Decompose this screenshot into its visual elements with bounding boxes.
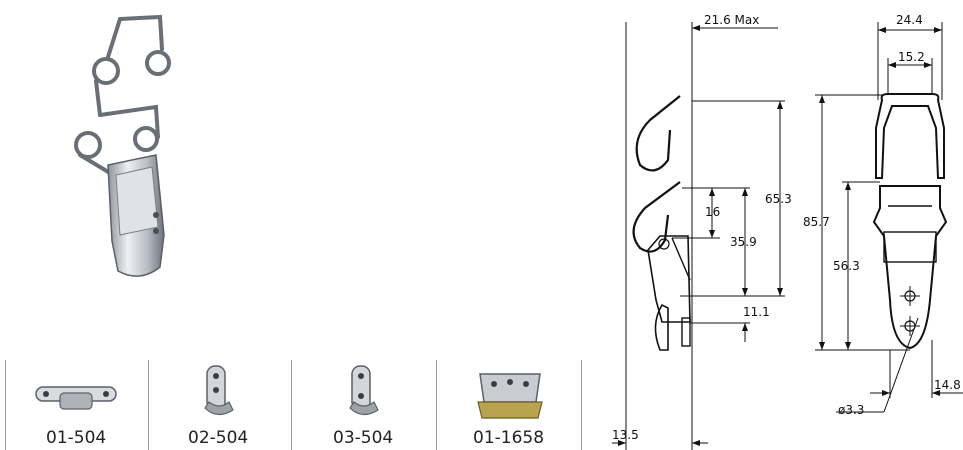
dim-hole: ø3.3 — [838, 403, 864, 417]
part-02-504-image — [204, 365, 234, 416]
latch-body — [107, 154, 165, 277]
separator — [148, 360, 149, 450]
dim-11-1: 11.1 — [743, 305, 770, 319]
separator — [436, 360, 437, 450]
part-code-02-504: 02-504 — [188, 428, 249, 448]
part-code-01-1658: 01-1658 — [473, 428, 545, 448]
part-01-504-image — [35, 386, 117, 410]
spring-lower — [74, 104, 160, 175]
spring-upper — [92, 14, 171, 117]
dim-56-3: 56.3 — [833, 259, 860, 273]
part-01-1658-image — [477, 373, 543, 419]
technical-drawing: 21.6 Max 24.4 15.2 16 65.3 85.7 35.9 56.… — [612, 13, 963, 450]
dim-16: 16 — [705, 205, 720, 219]
separator — [5, 360, 6, 450]
separator — [291, 360, 292, 450]
dim-85-7: 85.7 — [803, 215, 830, 229]
dim-35-9: 35.9 — [730, 235, 757, 249]
latch-photo — [74, 14, 171, 277]
dim-14-8: 14.8 — [934, 378, 961, 392]
part-code-03-504: 03-504 — [333, 428, 394, 448]
dim-65-3: 65.3 — [765, 192, 792, 206]
part-03-504-image — [349, 365, 379, 416]
dim-inner-width: 15.2 — [898, 50, 925, 64]
dim-13-5: 13.5 — [612, 428, 639, 442]
dim-width: 24.4 — [896, 13, 923, 27]
separator — [581, 360, 582, 450]
dim-max-width: 21.6 Max — [704, 13, 759, 27]
part-code-01-504: 01-504 — [46, 428, 107, 448]
